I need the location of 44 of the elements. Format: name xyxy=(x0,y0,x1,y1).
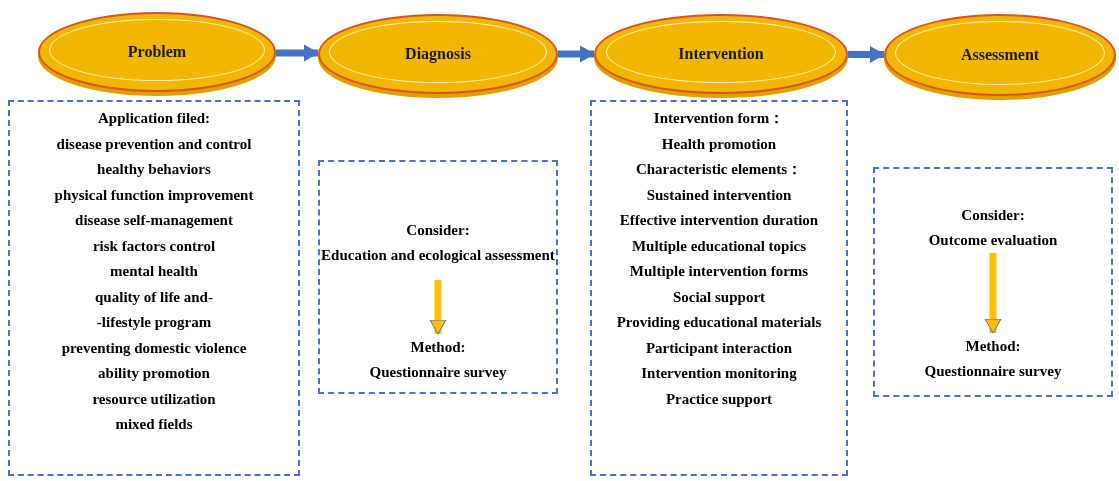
text-line: quality of life and- xyxy=(95,287,213,307)
dashed-box xyxy=(590,100,848,476)
text-line: Multiple educational topics xyxy=(631,236,807,256)
arrow xyxy=(276,44,319,62)
text-line: Sustained intervention xyxy=(646,185,792,205)
text-line: Questionnaire survey xyxy=(369,363,507,382)
text-line: Intervention xyxy=(678,44,764,64)
text-line: risk factors control xyxy=(92,236,216,256)
text-line: physical function improvement xyxy=(54,185,254,205)
text-line: Characteristic elements： xyxy=(635,160,803,179)
text-line: Social support xyxy=(672,287,766,307)
text-line: resource utilization xyxy=(92,389,216,409)
text-line: Intervention form： xyxy=(653,109,785,128)
text-line: preventing domestic violence xyxy=(61,338,247,358)
text-line: disease prevention and control xyxy=(56,134,252,154)
text-line: Assessment xyxy=(960,45,1040,65)
dashed-box xyxy=(8,100,300,476)
text-line: ability promotion xyxy=(98,364,210,383)
arrow xyxy=(558,45,595,63)
arrow xyxy=(848,46,885,63)
text-line: healthy behaviors xyxy=(97,160,211,179)
text-line: disease self-management xyxy=(75,211,233,230)
text-line: Participant interaction xyxy=(645,338,793,358)
text-line: Questionnaire survey xyxy=(924,362,1062,381)
text-line: -lifestyle program xyxy=(96,313,212,332)
text-line: Method: xyxy=(965,337,1021,356)
text-line: Intervention monitoring xyxy=(641,364,797,383)
text-line: Providing educational materials xyxy=(616,313,822,332)
text-line: Problem xyxy=(127,42,187,62)
text-line: Practice support xyxy=(665,389,773,409)
dashed-box xyxy=(873,167,1113,397)
text-line: Diagnosis xyxy=(405,44,471,65)
text-line: Consider: xyxy=(961,206,1025,225)
text-line: Method: xyxy=(410,338,466,357)
text-line: mental health xyxy=(110,262,198,281)
text-line: mixed fields xyxy=(115,415,193,434)
text-line: Education and ecological assessment xyxy=(321,246,555,265)
text-line: Application filed: xyxy=(97,109,211,128)
text-line: Multiple intervention forms xyxy=(629,262,809,281)
text-line: Outcome evaluation xyxy=(928,231,1058,250)
text-line: Health promotion xyxy=(661,134,777,154)
text-line: Consider: xyxy=(406,221,470,240)
text-line: Effective intervention duration xyxy=(619,211,819,230)
dashed-box xyxy=(318,160,558,394)
